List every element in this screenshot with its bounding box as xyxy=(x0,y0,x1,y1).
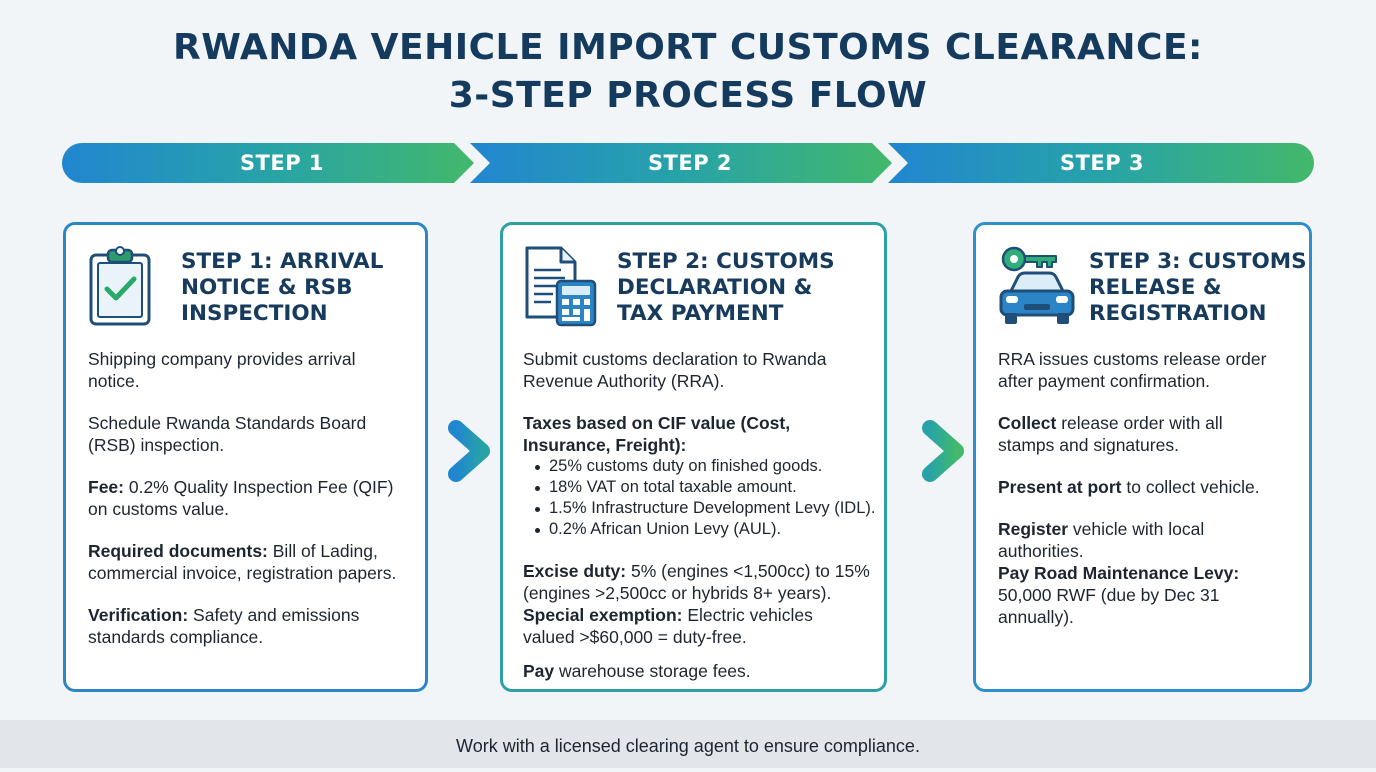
flow-arrow-2 xyxy=(863,420,964,482)
step-progress-bar: STEP 1 STEP 2 STEP 3 xyxy=(62,143,1314,183)
footer-note: Work with a licensed clearing agent to e… xyxy=(0,720,1376,768)
flow-arrow-1 xyxy=(389,420,490,482)
page-title: RWANDA VEHICLE IMPORT CUSTOMS CLEARANCE:… xyxy=(0,24,1376,120)
list-item: 1.5% Infrastructure Development Levy (ID… xyxy=(523,498,885,519)
step-bar-label-3: STEP 3 xyxy=(1059,151,1145,175)
road-levy-text: Pay Road Maintenance Levy:50,000 RWF (du… xyxy=(998,563,1240,627)
title-line-1: RWANDA VEHICLE IMPORT CUSTOMS CLEARANCE: xyxy=(173,27,1203,68)
car-key-icon xyxy=(999,246,1075,324)
present-at-port-text: Present at port to collect vehicle. xyxy=(998,477,1260,497)
step-bar-segment-3 xyxy=(888,143,1314,183)
list-item: 0.2% African Union Levy (AUL). xyxy=(523,519,885,540)
list-item: 18% VAT on total taxable amount. xyxy=(523,477,885,498)
title-line-2: 3-STEP PROCESS FLOW xyxy=(448,75,928,116)
fee-text: Fee: 0.2% Quality Inspection Fee (QIF)on… xyxy=(88,477,394,519)
tax-list: 25% customs duty on finished goods. 18% … xyxy=(523,456,885,540)
step-2-title: STEP 2: CUSTOMS DECLARATION & TAX PAYMEN… xyxy=(617,249,835,326)
step-1-title: STEP 1: ARRIVAL NOTICE & RSB INSPECTION xyxy=(181,249,384,326)
document-calculator-icon xyxy=(525,246,597,327)
step-1-card: STEP 1: ARRIVAL NOTICE & RSB INSPECTION … xyxy=(63,222,428,692)
step-bar-label-1: STEP 1 xyxy=(239,151,325,175)
step-bar-shapes xyxy=(62,143,1314,183)
excise-duty-text: Excise duty: 5% (engines <1,500cc) to 15… xyxy=(523,561,870,603)
rsb-inspection-text: Schedule Rwanda Standards Board(RSB) ins… xyxy=(88,413,367,455)
step-bar-segment-1 xyxy=(62,143,474,183)
clipboard-check-icon xyxy=(89,246,151,326)
list-item: 25% customs duty on finished goods. xyxy=(523,456,885,477)
step-2-card: STEP 2: CUSTOMS DECLARATION & TAX PAYMEN… xyxy=(500,222,887,692)
storage-fees-text: Pay warehouse storage fees. xyxy=(523,661,751,681)
step-3-card: STEP 3: CUSTOMS RELEASE & REGISTRATION R… xyxy=(973,222,1312,692)
step-3-title: STEP 3: CUSTOMS RELEASE & REGISTRATION xyxy=(1089,249,1307,326)
step-bar-label-2: STEP 2 xyxy=(647,151,733,175)
taxes-heading: Taxes based on CIF value (Cost,Insurance… xyxy=(523,413,791,455)
step-bar-segment-2 xyxy=(470,143,892,183)
required-documents-text: Required documents: Bill of Lading,comme… xyxy=(88,541,397,583)
